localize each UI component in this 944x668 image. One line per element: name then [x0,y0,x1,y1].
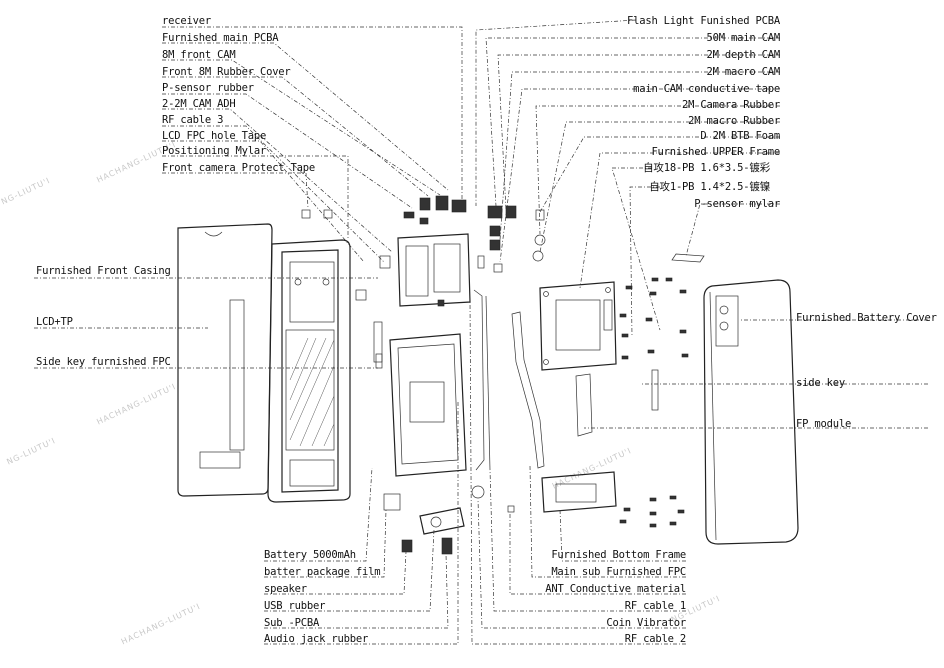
label: USB rubber [264,600,325,612]
label: Furnished main PCBA [162,32,279,44]
label: Positioning Mylar [162,145,266,157]
label: Coin Vibrator [606,617,686,629]
label: side key [796,377,845,389]
label: Flash Light Funished PCBA [627,15,781,27]
label: Front 8M Rubber Cover [162,66,291,78]
front-casing [267,239,351,503]
label: Main sub Furnished FPC [551,566,686,578]
label: Front camera Protect Tape [162,162,315,174]
label: 2-2M CAM ADH [162,98,235,110]
label: LCD FPC hole Tape [162,130,266,142]
label: 2M macro CAM [707,66,780,78]
main-sub-fpc [511,311,593,469]
labels-top-right: Flash Light Funished PCBA 50M main CAM 2… [627,15,781,210]
label: Battery 5000mAh [264,549,356,561]
watermark: NG-LIUTU'I [0,176,52,207]
label: batter package film [264,566,380,578]
label: Side key furnished FPC [36,356,171,368]
label: LCD+TP [36,316,73,328]
lcd-tp-panel [177,223,273,497]
main-pcba [355,195,471,307]
label: speaker [264,583,307,595]
label: Sub -PCBA [264,617,320,629]
label: main CAM conductive tape [633,83,780,95]
label: P-sensor rubber [162,82,254,94]
label: Furnished Bottom Frame [551,549,686,561]
screws [619,253,705,528]
labels-top-left: receiver Furnished main PCBA 8M front CA… [162,15,315,174]
label: 8M front CAM [162,49,235,61]
front-small-parts [301,209,383,369]
bottom-left-parts [401,289,491,555]
battery [383,333,467,511]
label: 2M macro Rubber [688,115,780,127]
casing-hatch [289,337,335,447]
label: 自攻18-PB 1.6*3.5-镀彩 [643,161,771,174]
label: Furnished Battery Cover [796,312,937,324]
upper-frame [539,281,617,371]
label: 2M Camera Rubber [682,99,780,111]
label: RF cable 2 [625,633,686,645]
labels-bottom-left: Battery 5000mAh batter package film spea… [264,549,381,645]
label: FP module [796,418,851,430]
label: Audio jack rubber [264,633,368,645]
watermark: NG-LIUTU'I [5,436,57,467]
label: RF cable 3 [162,114,223,126]
label: ANT Conductive material [545,583,686,595]
label: 2M depth CAM [707,49,780,61]
label: Furnished UPPER Frame [651,146,780,158]
label: 自攻1-PB 1.4*2.5-镀镍 [649,180,770,193]
battery-cover [703,279,799,545]
label: receiver [162,15,211,27]
watermark: HACHANG-LIUTU'I [120,602,202,647]
labels-left-side: Furnished Front Casing LCD+TP Side key f… [36,265,171,368]
watermark: HACHANG-LIUTU'I [95,382,177,427]
rear-camera-parts [477,205,546,273]
label: RF cable 1 [625,600,686,612]
labels-right-side: Furnished Battery Cover side key FP modu… [796,312,937,430]
leader-lines [34,19,928,645]
label: P-sensor mylar [694,198,780,210]
bottom-frame [507,471,617,513]
label: D 2M BTB Foam [700,130,780,142]
label: Furnished Front Casing [36,265,171,277]
labels-bottom-right: Furnished Bottom Frame Main sub Furnishe… [545,549,686,645]
label: 50M main CAM [707,32,780,44]
